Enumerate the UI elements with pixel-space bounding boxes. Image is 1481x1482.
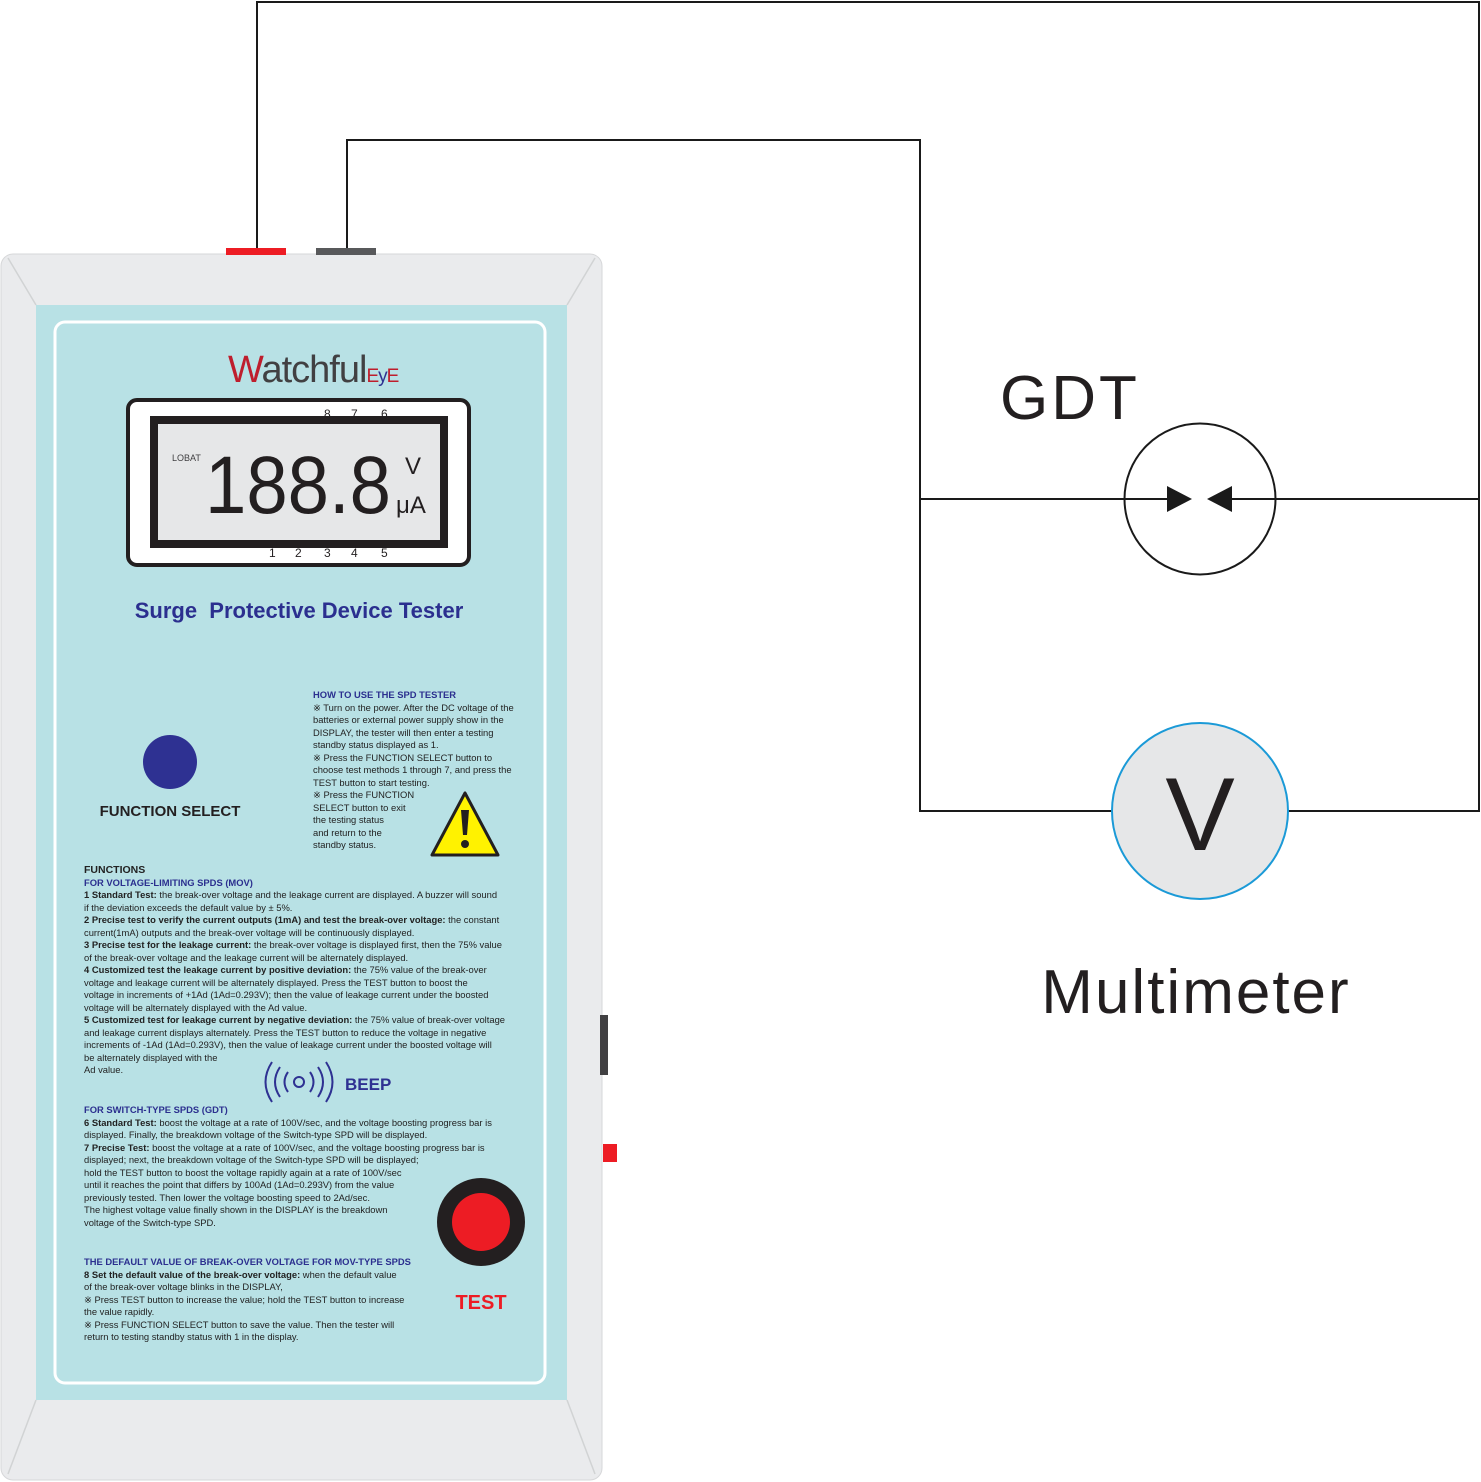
function-item-cont: voltage of the Switch-type SPD.	[84, 1216, 216, 1228]
function-item-cont: Ad value.	[84, 1064, 124, 1075]
function-item-cont: voltage in increments of +1Ad (1Ad=0.293…	[84, 989, 489, 1000]
test-button[interactable]	[452, 1193, 510, 1251]
lcd-bottom-mark: 5	[381, 546, 388, 560]
how-to-line: standby status displayed as 1.	[313, 739, 439, 750]
how-to-line: choose test methods 1 through 7, and pre…	[313, 764, 512, 775]
warning-icon	[430, 791, 500, 857]
wire-black-terminal	[346, 139, 1112, 812]
default-note: the value rapidly.	[84, 1306, 155, 1317]
function-item-cont: displayed; next, the breakdown voltage o…	[84, 1154, 419, 1165]
red-terminal[interactable]	[226, 248, 286, 255]
side-switch[interactable]	[600, 1015, 608, 1075]
function-item-cont: The highest voltage value finally shown …	[84, 1204, 388, 1215]
function-item-cont: be alternately displayed with the	[84, 1051, 218, 1063]
lcd-top-mark: 6	[381, 407, 388, 421]
how-to-line: ※ Press the FUNCTION	[313, 789, 415, 800]
side-jack[interactable]	[603, 1144, 617, 1162]
panel-border	[53, 320, 547, 1385]
how-to-block: HOW TO USE THE SPD TESTER ※ Turn on the …	[313, 689, 528, 852]
how-to-line: DISPLAY, the tester will then enter a te…	[313, 726, 494, 738]
lcd-top-mark: 7	[351, 407, 358, 421]
gdt-right-arrow-icon	[1207, 486, 1232, 512]
default-note: ※ Press TEST button to increase the valu…	[84, 1293, 405, 1305]
function-item-cont: increments of -1Ad (1Ad=0.293V), then th…	[84, 1039, 492, 1050]
function-item-cont: voltage will be alternately displayed wi…	[84, 1001, 308, 1013]
default-note: ※ Press FUNCTION SELECT button to save t…	[84, 1318, 395, 1330]
test-label: TEST	[455, 1292, 506, 1314]
lcd-top-mark: 8	[324, 407, 331, 421]
how-to-line: ※ Press the FUNCTION SELECT button to	[313, 751, 493, 763]
lcd-digits: 188.8	[205, 440, 391, 531]
multimeter-symbol: V	[1111, 722, 1289, 900]
function-item-cont: current(1mA) outputs and the break-over …	[84, 926, 415, 938]
function-item: 4 Customized test the leakage current by…	[84, 964, 487, 975]
multimeter-label: Multimeter	[1041, 958, 1350, 1027]
lcd-bottom-mark: 1	[269, 546, 276, 560]
how-to-line: and return to the	[313, 826, 382, 838]
circuit-wires	[256, 1, 1480, 812]
function-item-cont: hold the TEST button to boost the voltag…	[84, 1166, 402, 1178]
function-item-cont: until it reaches the point that differs …	[84, 1179, 395, 1190]
functions-block: FUNCTIONS FOR VOLTAGE-LIMITING SPDS (MOV…	[84, 864, 529, 1077]
lcd-bottom-mark: 2	[295, 546, 302, 560]
function-item-cont: of the break-over voltage and the leakag…	[84, 951, 409, 963]
gdt-left-arrow-icon	[1167, 486, 1192, 512]
mov-heading: FOR VOLTAGE-LIMITING SPDS (MOV)	[84, 876, 253, 888]
black-terminal[interactable]	[316, 248, 376, 255]
spd-tester-device: WatchfulEyE LOBAT 188.8 V μA 8 7 6 1 2 3…	[0, 248, 617, 1481]
function-select-label: FUNCTION SELECT	[100, 803, 241, 820]
function-item-cont: and leakage current displays alternately…	[84, 1026, 487, 1038]
lcd-bottom-mark: 3	[324, 546, 331, 560]
how-to-line: ※ Turn on the power. After the DC voltag…	[313, 701, 514, 713]
how-to-line: the testing status	[313, 814, 384, 825]
default-note: return to testing standby status with 1 …	[84, 1331, 299, 1342]
function-item: 2 Precise test to verify the current out…	[84, 914, 500, 925]
function-item: 3 Precise test for the leakage current: …	[84, 939, 502, 950]
default-value-block: THE DEFAULT VALUE OF BREAK-OVER VOLTAGE …	[84, 1256, 429, 1344]
how-to-heading: HOW TO USE THE SPD TESTER	[313, 689, 457, 700]
functions-heading: FUNCTIONS	[84, 864, 146, 876]
function-item-cont: displayed. Finally, the breakdown voltag…	[84, 1129, 428, 1140]
lcd-unit-ua: μA	[396, 492, 426, 519]
function-item-cont: previously tested. Then lower the voltag…	[84, 1191, 370, 1203]
wire-red-terminal	[256, 1, 1480, 812]
lcd-display: LOBAT 188.8 V μA 8 7 6 1 2 3 4 5	[126, 398, 471, 567]
function-item-cont: of the break-over voltage blinks in the …	[84, 1281, 283, 1292]
beep-icon	[264, 1061, 334, 1103]
lcd-bottom-mark: 4	[351, 546, 358, 560]
function-select-button[interactable]	[143, 735, 197, 789]
function-item: 6 Standard Test: boost the voltage at a …	[84, 1116, 492, 1128]
function-item: 8 Set the default value of the break-ove…	[84, 1268, 397, 1280]
beep-label: BEEP	[345, 1075, 391, 1094]
gdt-functions-block: FOR SWITCH-TYPE SPDS (GDT) 6 Standard Te…	[84, 1104, 529, 1229]
how-to-line: standby status.	[313, 839, 377, 850]
multimeter-v-symbol: V	[1165, 757, 1234, 873]
how-to-line: batteries or external power supply show …	[313, 714, 504, 725]
how-to-line: TEST button to start testing.	[313, 776, 430, 788]
function-item: 5 Customized test for leakage current by…	[84, 1014, 506, 1025]
gdt-symbol	[1123, 422, 1277, 576]
lcd-lobat: LOBAT	[172, 453, 201, 463]
gdt-heading: FOR SWITCH-TYPE SPDS (GDT)	[84, 1104, 228, 1115]
function-item-cont: if the deviation exceeds the default val…	[84, 901, 293, 913]
device-title: Surge Protective Device Tester	[135, 598, 464, 623]
lcd-unit-v: V	[405, 453, 421, 480]
default-heading: THE DEFAULT VALUE OF BREAK-OVER VOLTAGE …	[84, 1256, 411, 1267]
gdt-label: GDT	[1000, 364, 1140, 433]
function-item: 1 Standard Test: the break-over voltage …	[84, 889, 498, 900]
function-item: 7 Precise Test: boost the voltage at a r…	[84, 1141, 485, 1153]
function-item-cont: voltage and leakage current will be alte…	[84, 976, 468, 988]
how-to-line: SELECT button to exit	[313, 801, 406, 813]
brand-logo: WatchfulEyE	[228, 349, 399, 391]
